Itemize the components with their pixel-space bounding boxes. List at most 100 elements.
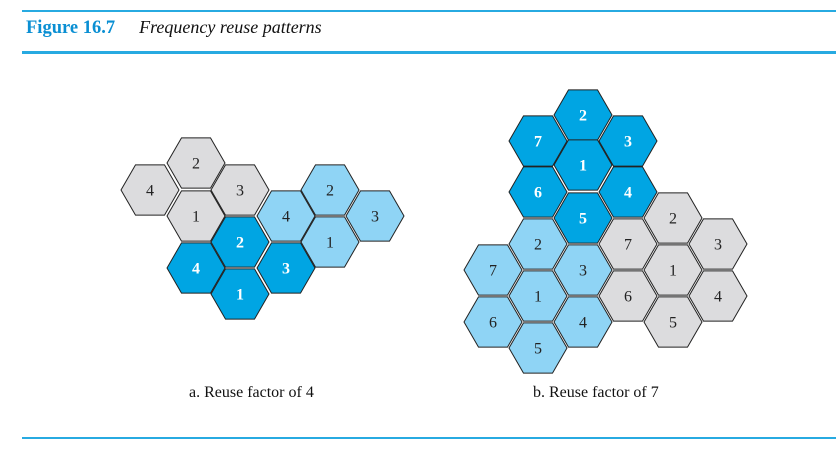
hex-label: 5 bbox=[579, 211, 587, 228]
top-rule bbox=[22, 10, 836, 12]
hex-label: 7 bbox=[624, 237, 632, 254]
hex-shape bbox=[598, 166, 658, 218]
hex-cell: 4 bbox=[256, 190, 316, 242]
hex-label: 1 bbox=[669, 263, 677, 280]
figure-number: Figure 16.7 bbox=[26, 18, 116, 38]
hex-cell: 3 bbox=[688, 218, 748, 270]
hex-label: 6 bbox=[534, 185, 542, 202]
hex-cell: 6 bbox=[598, 270, 658, 322]
hex-cell: 2 bbox=[508, 218, 568, 270]
hex-cell: 2 bbox=[643, 192, 703, 244]
hex-cell: 1 bbox=[553, 139, 613, 191]
hex-shape bbox=[463, 296, 523, 348]
hex-shape bbox=[688, 218, 748, 270]
hex-label: 3 bbox=[371, 209, 379, 226]
hex-shape bbox=[508, 115, 568, 167]
hex-cell: 5 bbox=[553, 192, 613, 244]
hex-shape bbox=[553, 192, 613, 244]
hex-shape bbox=[120, 164, 180, 216]
hex-cell: 2 bbox=[300, 164, 360, 216]
hex-cell: 4 bbox=[553, 296, 613, 348]
hex-cell: 1 bbox=[166, 190, 226, 242]
hex-cell: 4 bbox=[598, 166, 658, 218]
caption-reuse-4: a. Reuse factor of 4 bbox=[189, 384, 314, 401]
hex-cell: 6 bbox=[508, 166, 568, 218]
hex-shape bbox=[643, 296, 703, 348]
hex-label: 1 bbox=[192, 209, 200, 226]
hex-shape bbox=[210, 268, 270, 320]
hex-cell: 1 bbox=[300, 216, 360, 268]
hex-cell: 2 bbox=[210, 216, 270, 268]
hex-label: 2 bbox=[669, 211, 677, 228]
hex-shape bbox=[508, 218, 568, 270]
hex-cell: 3 bbox=[345, 190, 405, 242]
hex-shape bbox=[643, 192, 703, 244]
hex-shape bbox=[553, 244, 613, 296]
hex-label: 1 bbox=[326, 235, 334, 252]
hex-label: 6 bbox=[489, 315, 497, 332]
hex-cell: 1 bbox=[210, 268, 270, 320]
hex-label: 4 bbox=[192, 261, 200, 278]
hex-shape bbox=[598, 218, 658, 270]
hex-shape bbox=[210, 216, 270, 268]
header-rule bbox=[22, 51, 836, 54]
hex-cell: 1 bbox=[643, 244, 703, 296]
hex-shape bbox=[598, 115, 658, 167]
hex-cell: 4 bbox=[166, 242, 226, 294]
hex-shape bbox=[166, 190, 226, 242]
hex-cell: 1 bbox=[508, 270, 568, 322]
hex-cell: 3 bbox=[256, 242, 316, 294]
hex-cell: 4 bbox=[688, 270, 748, 322]
hex-shape bbox=[300, 164, 360, 216]
hex-cell: 7 bbox=[463, 244, 523, 296]
hex-shape bbox=[688, 270, 748, 322]
hex-cell: 7 bbox=[508, 115, 568, 167]
caption-reuse-7: b. Reuse factor of 7 bbox=[533, 384, 659, 401]
hex-label: 4 bbox=[146, 183, 154, 200]
hex-cell: 3 bbox=[553, 244, 613, 296]
hex-label: 4 bbox=[624, 185, 632, 202]
hex-label: 1 bbox=[534, 289, 542, 306]
hex-cell: 3 bbox=[598, 115, 658, 167]
hex-label: 1 bbox=[579, 158, 587, 175]
hex-cell: 7 bbox=[598, 218, 658, 270]
hex-label: 4 bbox=[714, 289, 722, 306]
hex-cell: 3 bbox=[210, 164, 270, 216]
hex-label: 5 bbox=[534, 341, 542, 358]
hex-label: 2 bbox=[236, 235, 244, 252]
hex-shape bbox=[256, 242, 316, 294]
hex-label: 4 bbox=[579, 315, 587, 332]
hex-label: 3 bbox=[282, 261, 290, 278]
hex-shape bbox=[643, 244, 703, 296]
hex-label: 2 bbox=[326, 183, 334, 200]
hex-shape bbox=[508, 322, 568, 374]
hex-label: 3 bbox=[714, 237, 722, 254]
hex-label: 2 bbox=[534, 237, 542, 254]
hex-label: 6 bbox=[624, 289, 632, 306]
hex-shape bbox=[553, 139, 613, 191]
hex-label: 1 bbox=[236, 287, 244, 304]
hex-cell: 2 bbox=[166, 137, 226, 189]
hex-label: 4 bbox=[282, 209, 290, 226]
hex-cell: 5 bbox=[508, 322, 568, 374]
hex-shape bbox=[256, 190, 316, 242]
hex-shape bbox=[553, 296, 613, 348]
hex-shape bbox=[166, 137, 226, 189]
hex-cell: 5 bbox=[643, 296, 703, 348]
hex-label: 3 bbox=[624, 134, 632, 151]
hex-shape bbox=[463, 244, 523, 296]
hex-label: 2 bbox=[579, 108, 587, 125]
hex-cell: 4 bbox=[120, 164, 180, 216]
figure-header: Figure 16.7 Frequency reuse patterns bbox=[26, 17, 322, 47]
hex-shape bbox=[598, 270, 658, 322]
hex-shape bbox=[508, 270, 568, 322]
hex-shape bbox=[300, 216, 360, 268]
hex-label: 5 bbox=[669, 315, 677, 332]
figure-title: Frequency reuse patterns bbox=[139, 17, 322, 37]
hex-label: 7 bbox=[534, 134, 542, 151]
hex-shape bbox=[210, 164, 270, 216]
hex-label: 3 bbox=[236, 183, 244, 200]
hex-shape bbox=[345, 190, 405, 242]
